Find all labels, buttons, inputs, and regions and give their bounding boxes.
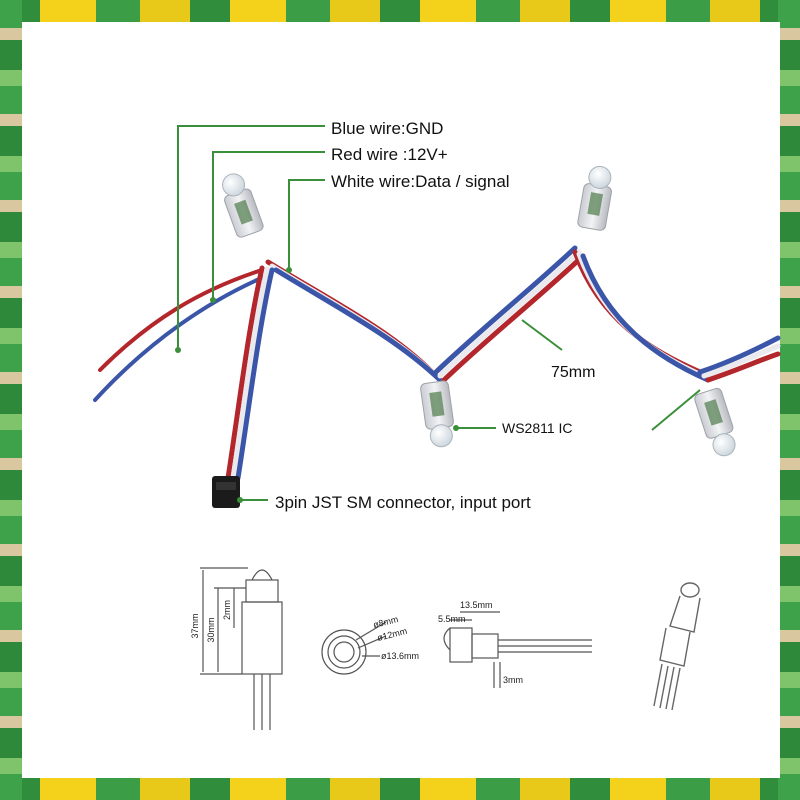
wire-bundle-4 xyxy=(697,335,781,383)
pixel-led-module-4 xyxy=(694,387,736,457)
dim-body-height: 30mm xyxy=(206,617,216,642)
dim-lens-height: 2mm xyxy=(222,600,232,620)
dim-flange-thickness: 3mm xyxy=(503,675,523,685)
loose-wires xyxy=(93,268,268,402)
red-wire-label: Red wire :12V+ xyxy=(331,145,448,164)
pixel-led-module-2 xyxy=(577,165,612,231)
dim-body-length: 13.5mm xyxy=(460,600,493,610)
end-view-drawing xyxy=(321,621,387,675)
ic-label: WS2811 IC xyxy=(502,420,573,436)
blue-wire-label: Blue wire:GND xyxy=(331,119,443,138)
diagram-panel xyxy=(22,22,780,778)
leader-lines xyxy=(177,125,701,501)
spacing-label: 75mm xyxy=(551,364,595,381)
dim-total-height: 37mm xyxy=(190,613,200,638)
connector-label: 3pin JST SM connector, input port xyxy=(275,493,531,512)
dim-lens-length: 5.5mm xyxy=(438,614,466,624)
dim-flange-diameter: ø13.6mm xyxy=(381,651,419,661)
white-wire-label: White wire:Data / signal xyxy=(331,172,510,191)
wire-bundle-2 xyxy=(433,245,586,383)
pixel-led-module-3 xyxy=(420,380,454,448)
decorative-frame-right xyxy=(778,0,800,800)
decorative-frame-bottom xyxy=(0,778,800,800)
jst-connector xyxy=(212,476,240,508)
input-cable xyxy=(225,265,275,481)
pixel-led-module-1 xyxy=(222,173,264,238)
decorative-frame-top xyxy=(0,0,800,22)
dim-body-diameter: ø12mm xyxy=(376,626,408,643)
wire-bundle-1 xyxy=(265,259,443,383)
side-view-drawing xyxy=(200,567,283,730)
isometric-view-drawing xyxy=(653,582,701,711)
horizontal-view-drawing xyxy=(443,611,592,688)
wire-bundle-3 xyxy=(572,249,711,383)
decorative-frame-left xyxy=(0,0,22,800)
leader-dots xyxy=(175,267,459,503)
